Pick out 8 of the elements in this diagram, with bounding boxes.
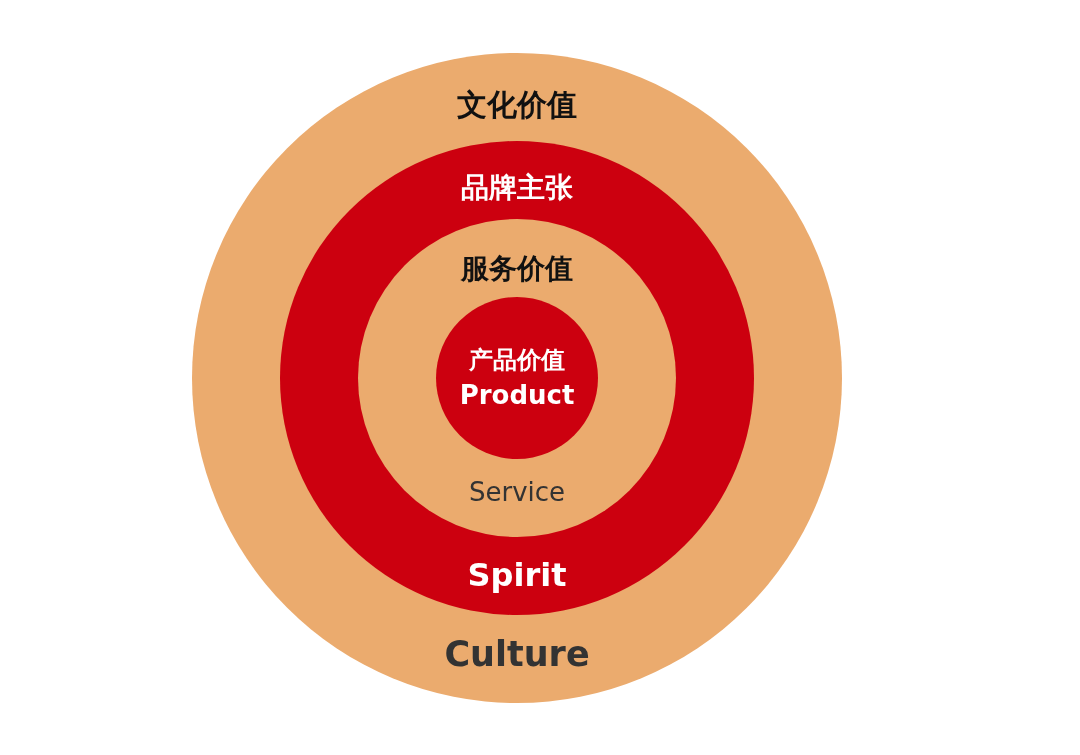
ring-label: Spirit <box>467 555 567 595</box>
ring-label: Service <box>468 475 566 509</box>
ring-label: Culture <box>444 633 590 677</box>
ring-label: 品牌主张 <box>461 169 573 205</box>
ring-label: 文化价值 <box>457 86 577 124</box>
ring-label: 服务价值 <box>461 250 573 286</box>
circle-label: Product <box>459 378 575 412</box>
circle-label: 产品价值 <box>469 344 565 375</box>
